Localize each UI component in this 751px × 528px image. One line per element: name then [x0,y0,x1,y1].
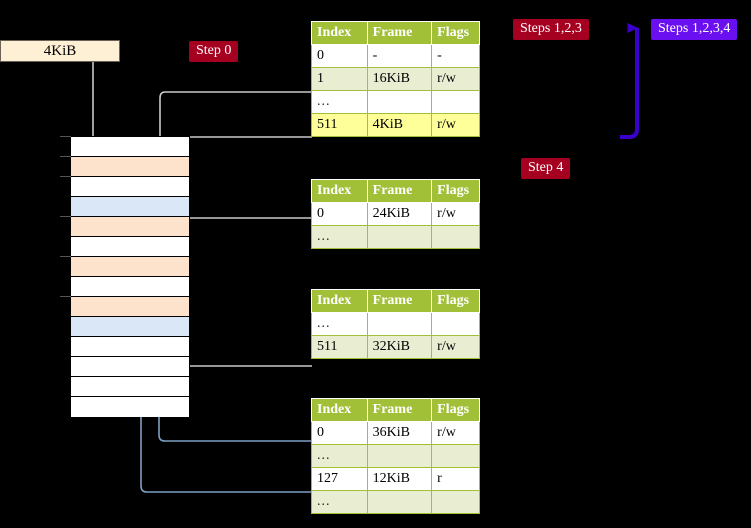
table-cell: 0 [311,202,368,226]
badge-steps-1234: Steps 1,2,3,4 [651,19,738,40]
table-row: ... [311,90,480,114]
memory-frame-row [60,296,189,317]
table-cell: 1 [311,67,368,91]
table-row: ... [311,312,480,336]
memory-frame-row [60,176,189,197]
wire-steps-loop [620,23,639,139]
table-cell: r/w [431,335,480,359]
frame-tick-mark [60,156,71,157]
table-cell: 511 [311,113,368,137]
table-cell: 32KiB [366,335,433,359]
table-cell: r/w [431,67,480,91]
badge-step-4: Step 4 [521,158,571,179]
table-cell: - [431,44,480,68]
column-header-index: Index [311,398,368,422]
column-header-flags: Flags [431,179,480,203]
table-cell: ... [311,225,368,249]
table-cell: 0 [311,421,368,445]
table-cell: ... [311,490,368,514]
memory-frame-row [71,397,189,417]
table-cell [366,490,433,514]
column-header-frame: Frame [366,179,433,203]
table-cell: 12KiB [366,467,433,491]
table-cell [431,90,480,114]
table-row: ... [311,225,480,249]
table-cell: 127 [311,467,368,491]
memory-frame-row [71,197,189,217]
column-header-index: Index [311,21,368,45]
column-header-frame: Frame [366,21,433,45]
table-cell: r/w [431,113,480,137]
memory-frame-row [60,216,189,237]
column-header-frame: Frame [366,398,433,422]
column-header-index: Index [311,289,368,313]
memory-frame-row [71,377,189,397]
memory-frame-row [71,317,189,337]
table-cell: - [366,44,433,68]
frame-tick-mark [60,176,71,177]
frame-tick-mark [60,136,71,137]
table-cell [431,444,480,468]
table-cell: ... [311,90,368,114]
table-cell [366,90,433,114]
table-cell: 4KiB [366,113,433,137]
table-cell [431,312,480,336]
memory-frame-row [60,156,189,177]
table-cell [366,444,433,468]
table-cell: r/w [431,421,480,445]
frame-tick-mark [60,216,71,217]
memory-frame-row [71,277,189,297]
column-header-flags: Flags [431,398,480,422]
table-cell: 16KiB [366,67,433,91]
table-cell: 36KiB [366,421,433,445]
table-cell: ... [311,444,368,468]
table-row: 0-- [311,44,480,68]
wire-frame-to-level2 [173,311,312,367]
column-header-flags: Flags [431,289,480,313]
frame-tick-mark [60,296,71,297]
column-header-index: Index [311,179,368,203]
column-header-flags: Flags [431,21,480,45]
table-row: ... [311,490,480,514]
table-cell: r [431,467,480,491]
table-cell: ... [311,312,368,336]
column-header-frame: Frame [366,289,433,313]
memory-frame-row [60,256,189,277]
memory-frame-row [60,136,189,157]
wire-frame-to-level3 [179,217,312,237]
badge-steps-123: Steps 1,2,3 [513,19,589,40]
frame-size-box: 4KiB [0,40,120,62]
memory-frame-row [71,337,189,357]
table-cell [366,312,433,336]
memory-frame-row [71,237,189,257]
table-cell: 0 [311,44,368,68]
badge-step-0: Step 0 [189,41,239,62]
table-cell: 511 [311,335,368,359]
table-cell [431,225,480,249]
table-cell [366,225,433,249]
table-cell: 24KiB [366,202,433,226]
table-row: ... [311,444,480,468]
table-cell: r/w [431,202,480,226]
memory-grid [60,136,190,417]
table-cell [431,490,480,514]
frame-tick-mark [60,256,71,257]
memory-frame-row [71,357,189,377]
